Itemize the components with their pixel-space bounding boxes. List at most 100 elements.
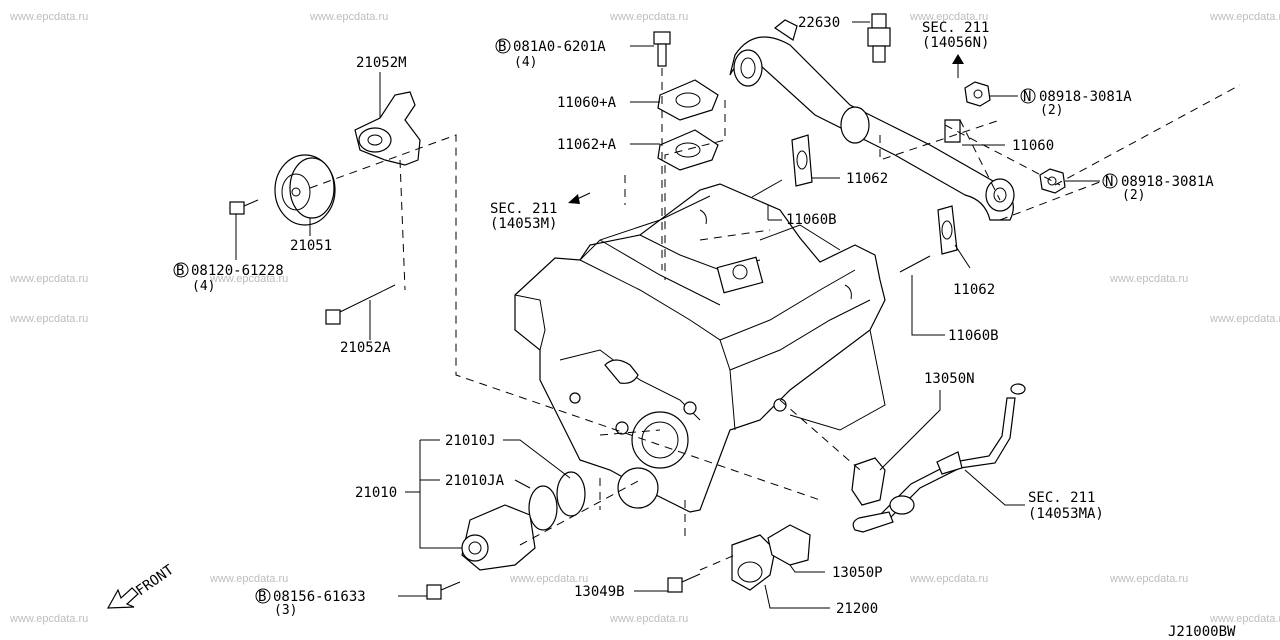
pipe-rear-opening [993, 187, 1007, 203]
watermark-text: www.epcdata.ru [1109, 573, 1188, 585]
pipe-end-opening [740, 57, 756, 79]
part-label-08918-3081a-lower: 08918-3081A [1121, 174, 1214, 190]
bolt-marker-letter: B [498, 39, 506, 55]
watermark-text: www.epcdata.ru [209, 573, 288, 585]
engine-edge [719, 269, 856, 341]
front-indicator: FRONT [106, 562, 177, 609]
drawing-code: J21000BW [1168, 624, 1236, 640]
watermark-text: www.epcdata.ru [1209, 11, 1280, 23]
pipe-bleed-port [773, 19, 798, 41]
water-pump-pulley-flange [461, 534, 489, 562]
leader-14053ma [964, 469, 1025, 506]
engine-edge [599, 239, 721, 306]
gasket-11062-upper [791, 134, 813, 187]
pipe-end-flange [733, 49, 763, 87]
watermark-text: www.epcdata.ru [9, 613, 88, 625]
part-label-21052m: 21052M [356, 55, 407, 71]
bolt-marker-icon [495, 38, 511, 54]
nut-marker-icon [1020, 88, 1036, 104]
engine-edge [729, 369, 736, 431]
bolt-head [229, 201, 245, 215]
sensor-body [867, 27, 891, 47]
leader-21010j [503, 439, 571, 479]
nut-08918-lower [1039, 168, 1066, 194]
pulley-groove [289, 157, 335, 219]
pipe-bracket [936, 451, 963, 475]
part-label-13049b: 13049B [574, 584, 625, 600]
part-label-22630: 22630 [798, 15, 840, 31]
pipe-flange [889, 495, 915, 515]
bolt-shank [440, 581, 461, 591]
part-label-21052a: 21052A [340, 340, 391, 356]
front-label: FRONT [133, 562, 177, 600]
leader-21010-bracket [419, 440, 462, 549]
part-label-081a0-6201a: 081A0-6201A [513, 39, 606, 55]
pipe-mid-flange [840, 106, 870, 144]
sensor-connector [871, 13, 887, 29]
bolt-head [325, 309, 341, 325]
bracket-hub [358, 127, 392, 153]
engine-edge [579, 259, 731, 371]
watermark-text: www.epcdata.ru [9, 273, 88, 285]
bolt-hole [699, 209, 707, 225]
upper-water-pipe [729, 19, 1015, 221]
watermark-text: www.epcdata.ru [1209, 613, 1280, 625]
watermark-text: www.epcdata.ru [309, 11, 388, 23]
stud-boss [683, 401, 697, 415]
part-label-11060: 11060 [1012, 138, 1054, 154]
long-bolt-21052a [339, 284, 396, 313]
watermark-text: www.epcdata.ru [1209, 313, 1280, 325]
stud-11060b-lower [899, 255, 931, 273]
pump-seal-seat [617, 467, 659, 509]
watermark-text: www.epcdata.ru [909, 573, 988, 585]
flange-opening [675, 92, 701, 108]
part-qty-08156: (3) [274, 603, 297, 618]
watermarks: www.epcdata.ru www.epcdata.ru www.epcdat… [9, 11, 1280, 625]
water-pipe-body [729, 36, 1014, 221]
section-ref-top-line1: SEC. 211 [922, 20, 989, 36]
part-label-08156-61633: 08156-61633 [273, 589, 366, 605]
guide-line [1054, 84, 1241, 186]
engine-edge [579, 195, 711, 261]
bolt-shank [681, 573, 701, 583]
water-pump-pulley-group [229, 91, 421, 325]
bolt-marker-letter: B [258, 589, 266, 605]
dashed-guide-lines [309, 68, 1241, 571]
bolt-head [653, 31, 671, 45]
front-arrow-icon [106, 587, 139, 609]
bolt-marker-letter: B [176, 263, 184, 279]
arrow-left-icon [568, 194, 580, 204]
part-qty-081a0: (4) [514, 55, 537, 70]
guide-line [699, 554, 736, 571]
bolt-shank [243, 199, 259, 207]
water-pump-mount-opening [641, 421, 679, 459]
part-label-21200: 21200 [836, 601, 878, 617]
leader-11060b-lower [911, 275, 945, 336]
housing-outlet [737, 561, 763, 583]
nut-hole [1047, 176, 1057, 186]
gasket-13050n [851, 457, 886, 506]
bolt-marker-icon [255, 588, 271, 604]
leader-11062-lower [954, 244, 971, 269]
part-label-13050p: 13050P [832, 565, 883, 581]
part-label-08918-3081a-upper: 08918-3081A [1039, 89, 1132, 105]
arrow-up-icon [952, 54, 964, 64]
stud-boss [773, 398, 787, 412]
part-label-11060a: 11060+A [557, 95, 617, 111]
part-qty-08918-upper: (2) [1040, 103, 1063, 118]
part-labels: 21052M 21051 B 08120-61228 (4) 21052A B … [173, 15, 1214, 618]
part-label-08120-61228: 08120-61228 [191, 263, 284, 279]
pipe-hose-end [852, 511, 894, 533]
watermark-text: www.epcdata.ru [609, 11, 688, 23]
gasket-opening [675, 142, 701, 158]
guide-line [519, 479, 641, 546]
bolt-head [667, 577, 683, 593]
water-pump-mount-face [631, 411, 689, 469]
engine-block-illustration [514, 183, 886, 513]
leader-21200 [764, 584, 830, 609]
part-label-21010: 21010 [355, 485, 397, 501]
section-arrow-left [568, 192, 591, 204]
guide-line [779, 399, 861, 471]
